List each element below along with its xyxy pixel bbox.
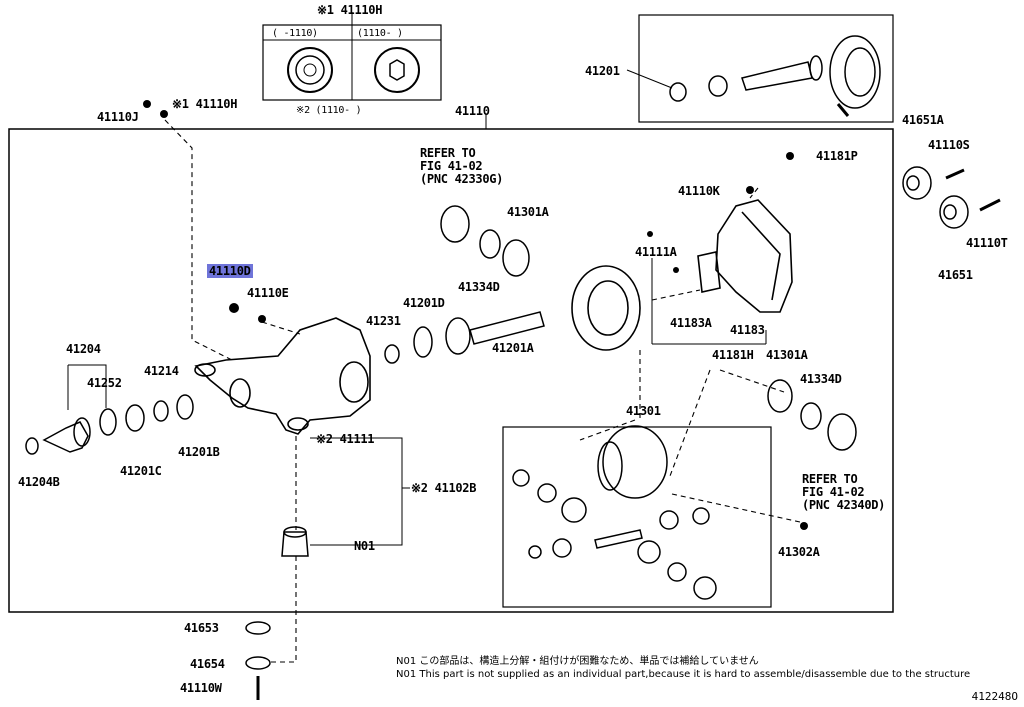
part-label-41651[interactable]: 41651 — [938, 268, 973, 282]
pinion-components — [384, 205, 545, 364]
part-label-41111[interactable]: ※2 41111 — [316, 432, 375, 446]
plug-inset-new — [374, 47, 420, 93]
refer-text-1-line3[interactable]: (PNC 42330G) — [420, 172, 504, 186]
part-label-41110H[interactable]: ※1 41110H — [172, 97, 238, 111]
part-label-41183A[interactable]: 41183A — [670, 316, 712, 330]
part-label-41110D-highlighted[interactable]: 41110D — [207, 264, 253, 278]
refer-text-2-line2: FIG 41-02 — [802, 485, 865, 499]
part-label-41201C[interactable]: 41201C — [120, 464, 162, 478]
oil-seal-inset-old — [287, 47, 333, 93]
part-label-41334D-upper[interactable]: 41334D — [458, 280, 500, 294]
part-label-41110W[interactable]: 41110W — [180, 681, 222, 695]
part-label-41183[interactable]: 41183 — [730, 323, 765, 337]
rear-cover — [697, 199, 793, 313]
solid-leaders — [67, 12, 767, 546]
footnote-jp: N01 この部品は、構造上分解・組付けが困難なため、単品では補給していません — [396, 656, 759, 667]
part-label-41301A-upper[interactable]: 41301A — [507, 205, 549, 219]
differential-carrier — [194, 317, 371, 435]
box-41201 — [638, 14, 894, 123]
part-label-41231[interactable]: 41231 — [366, 314, 401, 328]
inset-col2: (1110- ) — [357, 28, 403, 39]
part-label-N01[interactable]: N01 — [354, 539, 375, 553]
part-label-41301[interactable]: 41301 — [626, 404, 661, 418]
refer-text-1-line2: FIG 41-02 — [420, 159, 483, 173]
part-label-41334D-lower[interactable]: 41334D — [800, 372, 842, 386]
part-label-41110[interactable]: 41110 — [455, 104, 490, 118]
refer-text-2-line1: REFER TO — [802, 472, 858, 486]
part-label-41302A[interactable]: 41302A — [778, 545, 820, 559]
part-label-41651A[interactable]: 41651A — [902, 113, 944, 127]
part-label-41654[interactable]: 41654 — [190, 657, 225, 671]
part-label-41653[interactable]: 41653 — [184, 621, 219, 635]
part-label-41301A-lower[interactable]: 41301A — [766, 348, 808, 362]
part-label-41201B[interactable]: 41201B — [178, 445, 220, 459]
diagram-number: 412248O — [971, 690, 1018, 703]
part-label-41110T[interactable]: 41110T — [966, 236, 1008, 250]
part-label-41110K[interactable]: 41110K — [678, 184, 720, 198]
ring-pinion-set — [669, 35, 881, 117]
inset-footnote: ※2 (1110- ) — [296, 105, 362, 116]
part-label-41110J[interactable]: 41110J — [97, 110, 139, 124]
refer-text-1-line1: REFER TO — [420, 146, 476, 160]
side-seals — [767, 379, 857, 451]
part-label-41201[interactable]: 41201 — [585, 64, 620, 78]
footnote-en: N01 This part is not supplied as an indi… — [396, 669, 971, 680]
ring-gear — [571, 265, 641, 351]
companion-flange-left — [25, 394, 194, 455]
small-fasteners — [143, 100, 808, 530]
part-label-41204[interactable]: 41204 — [66, 342, 101, 356]
footnotes: N01 この部品は、構造上分解・組付けが困難なため、単品では補給していません N… — [396, 655, 970, 681]
part-label-41181H[interactable]: 41181H — [712, 348, 754, 362]
main-frame — [8, 128, 894, 613]
companion-flanges — [902, 166, 1001, 229]
inset-col1: ( -1110) — [272, 28, 318, 39]
part-label-41204B[interactable]: 41204B — [18, 475, 60, 489]
part-label-41102B[interactable]: ※2 41102B — [411, 481, 477, 495]
part-label-41214[interactable]: 41214 — [144, 364, 179, 378]
dashed-leaders — [164, 119, 801, 663]
refer-text-2-line3[interactable]: (PNC 42340D) — [802, 498, 886, 512]
part-label-41110S[interactable]: 41110S — [928, 138, 970, 152]
part-label-41181P[interactable]: 41181P — [816, 149, 858, 163]
part-label-41111A[interactable]: 41111A — [635, 245, 677, 259]
mount-parts — [245, 526, 309, 700]
inset-title: ※1 41110H — [317, 3, 383, 17]
part-label-41252[interactable]: 41252 — [87, 376, 122, 390]
box-41301 — [502, 426, 772, 608]
part-label-41110E[interactable]: 41110E — [247, 286, 289, 300]
part-label-41201A[interactable]: 41201A — [492, 341, 534, 355]
part-label-41201D[interactable]: 41201D — [403, 296, 445, 310]
differential-case-parts — [512, 425, 717, 600]
